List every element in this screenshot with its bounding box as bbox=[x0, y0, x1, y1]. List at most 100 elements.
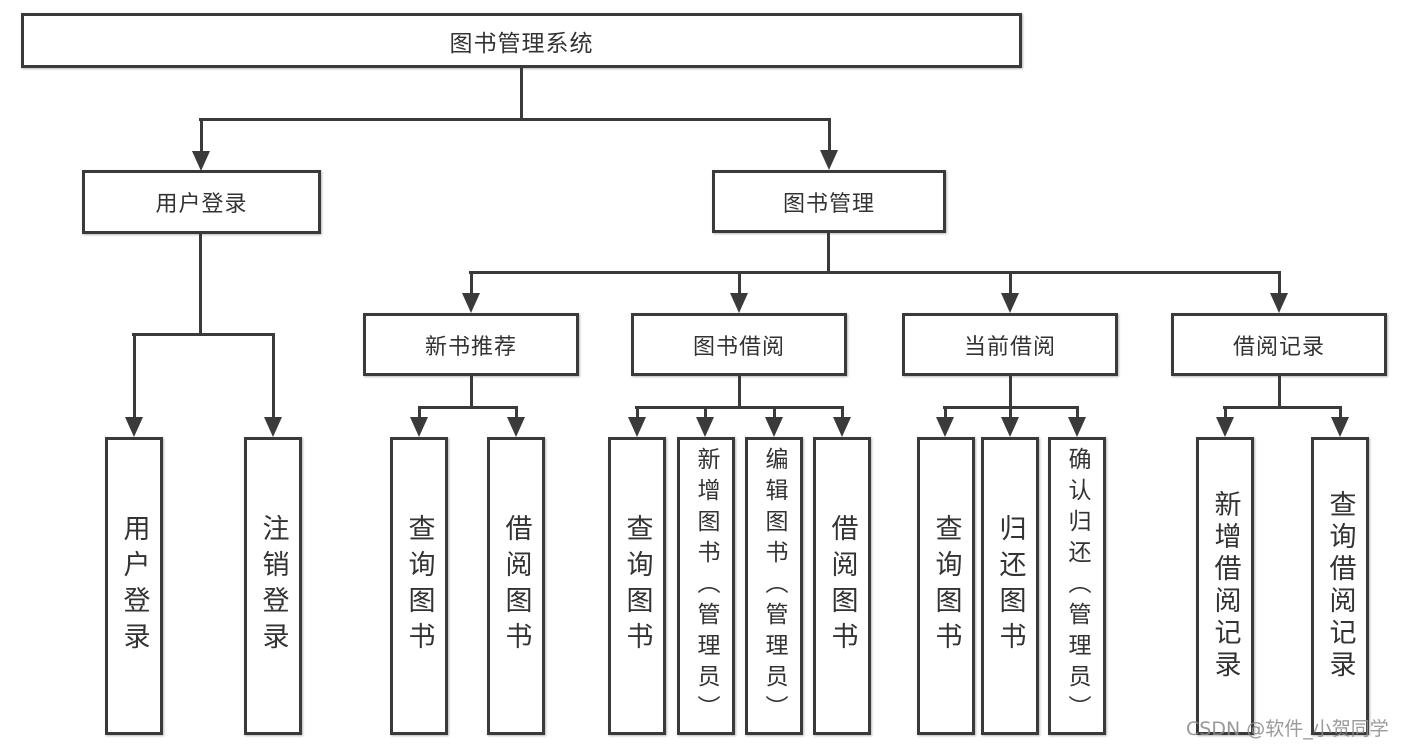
connector-line bbox=[1008, 408, 1012, 419]
leaf-user-login: 用户登录 bbox=[105, 437, 163, 735]
leaf-query-books-current-label: 查询图书 bbox=[930, 514, 962, 658]
arrow-down-icon bbox=[628, 417, 646, 437]
connector-line bbox=[469, 271, 1281, 274]
arrow-down-icon bbox=[696, 417, 714, 437]
connector-drop bbox=[1331, 408, 1349, 437]
node-user-login: 用户登录 bbox=[82, 170, 321, 234]
leaf-edit-book-admin-label: 编辑图书（管理员） bbox=[761, 446, 787, 726]
connector-line bbox=[199, 118, 831, 121]
arrow-down-icon bbox=[410, 417, 428, 437]
leaf-return-books-label: 归还图书 bbox=[994, 514, 1026, 658]
connector-line bbox=[199, 120, 203, 153]
node-book-management-label: 图书管理 bbox=[782, 191, 875, 217]
leaf-borrow-books-borrowing: 借阅图书 bbox=[813, 437, 871, 735]
leaf-edit-book-admin: 编辑图书（管理员） bbox=[745, 437, 803, 735]
connector-line bbox=[840, 408, 844, 419]
connector-drop bbox=[1001, 408, 1019, 437]
connector-line bbox=[417, 408, 421, 419]
connector-line bbox=[1277, 273, 1281, 295]
arrow-down-icon bbox=[936, 417, 954, 437]
leaf-confirm-return-admin-label: 确认归还（管理员） bbox=[1064, 446, 1090, 726]
connector-drop bbox=[696, 408, 714, 437]
arrow-down-icon bbox=[1216, 417, 1234, 437]
node-user-login-label: 用户登录 bbox=[155, 192, 248, 217]
connector-line bbox=[132, 335, 136, 419]
node-current-borrowing-label: 当前借阅 bbox=[963, 334, 1056, 360]
leaf-query-books-recommend-label: 查询图书 bbox=[403, 514, 435, 658]
arrow-down-icon bbox=[1001, 417, 1019, 437]
connector-line bbox=[827, 120, 831, 152]
connector-drop bbox=[462, 273, 480, 313]
arrow-down-icon bbox=[730, 293, 748, 313]
arrow-down-icon bbox=[1001, 293, 1019, 313]
arrow-down-icon bbox=[507, 417, 525, 437]
connector-line bbox=[1008, 273, 1012, 295]
connector-line bbox=[1075, 408, 1079, 419]
connector-drop bbox=[936, 408, 954, 437]
connector-line bbox=[1009, 376, 1012, 408]
csdn-watermark: CSDN @软件_小贺同学 bbox=[1186, 718, 1389, 740]
arrow-down-icon bbox=[192, 151, 210, 171]
arrow-down-icon bbox=[1331, 417, 1349, 437]
arrow-down-icon bbox=[1270, 293, 1288, 313]
connector-drop bbox=[410, 408, 428, 437]
connector-drop bbox=[820, 120, 838, 170]
leaf-query-books-borrowing: 查询图书 bbox=[608, 437, 666, 735]
arrow-down-icon bbox=[765, 417, 783, 437]
leaf-add-book-admin-label: 新增图书（管理员） bbox=[693, 446, 719, 726]
leaf-confirm-return-admin: 确认归还（管理员） bbox=[1048, 437, 1106, 735]
node-library-system: 图书管理系统 bbox=[21, 13, 1022, 68]
connector-drop bbox=[507, 408, 525, 437]
leaf-query-borrow-record-label: 查询借阅记录 bbox=[1324, 490, 1356, 682]
connector-drop bbox=[765, 408, 783, 437]
connector-drop bbox=[1068, 408, 1086, 437]
connector-line bbox=[470, 376, 473, 408]
connector-line bbox=[772, 408, 776, 419]
connector-line bbox=[1278, 376, 1281, 408]
arrow-down-icon bbox=[820, 150, 838, 170]
connector-line bbox=[703, 408, 707, 419]
connector-line bbox=[738, 376, 741, 408]
leaf-query-books-current: 查询图书 bbox=[917, 437, 975, 735]
node-borrow-records: 借阅记录 bbox=[1171, 313, 1387, 376]
connector-line bbox=[1338, 408, 1342, 419]
leaf-borrow-books-borrowing-label: 借阅图书 bbox=[826, 514, 858, 658]
node-borrow-records-label: 借阅记录 bbox=[1232, 334, 1325, 360]
leaf-add-borrow-record-label: 新增借阅记录 bbox=[1209, 490, 1241, 682]
connector-drop bbox=[1270, 273, 1288, 313]
connector-drop bbox=[264, 335, 282, 437]
connector-line bbox=[418, 406, 518, 409]
leaf-return-books: 归还图书 bbox=[981, 437, 1039, 735]
connector-line bbox=[827, 233, 830, 274]
connector-line bbox=[199, 234, 202, 335]
arrow-down-icon bbox=[833, 417, 851, 437]
arrow-down-icon bbox=[264, 417, 282, 437]
connector-drop bbox=[125, 335, 143, 437]
leaf-query-books-recommend: 查询图书 bbox=[390, 437, 448, 735]
connector-line bbox=[737, 273, 741, 295]
node-book-borrowing-label: 图书借阅 bbox=[692, 334, 785, 360]
connector-drop bbox=[628, 408, 646, 437]
leaf-logout: 注销登录 bbox=[244, 437, 302, 735]
node-current-borrowing: 当前借阅 bbox=[902, 313, 1118, 376]
leaf-add-book-admin: 新增图书（管理员） bbox=[677, 437, 735, 735]
node-library-system-label: 图书管理系统 bbox=[449, 30, 594, 57]
connector-line bbox=[635, 408, 639, 419]
connector-drop bbox=[1216, 408, 1234, 437]
connector-line bbox=[1223, 408, 1227, 419]
leaf-query-borrow-record: 查询借阅记录 bbox=[1311, 437, 1369, 735]
leaf-add-borrow-record: 新增借阅记录 bbox=[1196, 437, 1254, 735]
node-new-book-recommend-label: 新书推荐 bbox=[424, 334, 517, 360]
leaf-query-books-borrowing-label: 查询图书 bbox=[621, 514, 653, 658]
connector-line bbox=[132, 333, 275, 336]
connector-line bbox=[514, 408, 518, 419]
connector-line bbox=[943, 406, 1079, 409]
leaf-borrow-books-recommend: 借阅图书 bbox=[487, 437, 545, 735]
connector-drop bbox=[192, 120, 210, 171]
connector-drop bbox=[730, 273, 748, 313]
node-new-book-recommend: 新书推荐 bbox=[363, 313, 579, 376]
node-book-borrowing: 图书借阅 bbox=[631, 313, 847, 376]
connector-drop bbox=[1001, 273, 1019, 313]
connector-line bbox=[635, 406, 844, 409]
